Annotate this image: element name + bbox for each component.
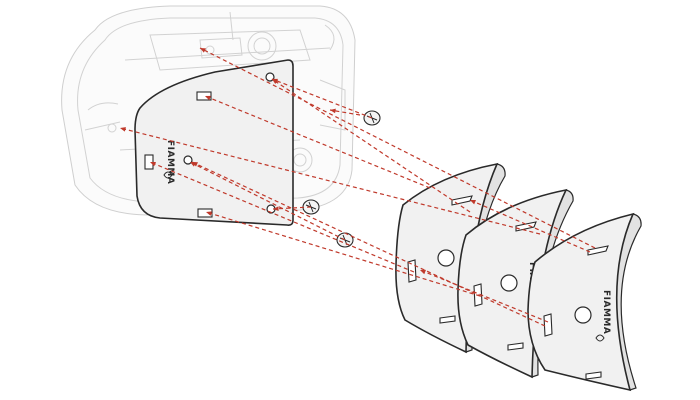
guide-arrowhead-icon (192, 162, 198, 167)
guide-line (204, 95, 431, 189)
guide-line (199, 47, 596, 249)
guide-line (271, 78, 373, 119)
guide-line (272, 206, 312, 210)
clip-slot (507, 342, 524, 351)
brand-logo: FIAMMA (601, 290, 611, 334)
guide-arrowhead-icon (150, 161, 156, 167)
guide-arrowhead-icon (200, 48, 206, 53)
guide-arrowhead-icon (470, 200, 476, 205)
guide-line (205, 211, 481, 297)
guide-line (149, 161, 415, 273)
cover-plate: FIAMMA (527, 212, 642, 392)
guide-line (419, 269, 549, 323)
center-hole (574, 306, 592, 324)
clip-slot (439, 315, 456, 324)
logo-emblem-icon (163, 171, 173, 179)
logo-emblem-icon (595, 334, 605, 342)
guide-arrowhead-icon (205, 95, 211, 101)
guide-arrowhead-icon (206, 211, 212, 216)
assembly-guides (119, 47, 596, 327)
back-plate: FIAMMA (134, 59, 294, 226)
plate-slot (197, 208, 213, 218)
guide-arrowhead-icon (273, 206, 279, 212)
plate-slot (196, 91, 212, 101)
guide-line (119, 127, 541, 235)
clip-slot (515, 221, 537, 232)
guide-arrowhead-icon (120, 127, 126, 132)
brand-logo: FIAMMA (165, 140, 175, 184)
guide-line (469, 199, 591, 253)
guide-arrowhead-icon (272, 79, 278, 85)
center-hole (437, 249, 455, 267)
guide-arrowhead-icon (420, 269, 426, 275)
clip-slot (543, 313, 553, 337)
guide-arrowhead-icon (330, 108, 336, 114)
center-hole (500, 274, 518, 292)
guide-line (329, 109, 361, 116)
guide-line (189, 161, 346, 241)
clip-slot (585, 371, 602, 380)
clip-slot (587, 245, 609, 256)
guide-line (191, 161, 546, 327)
